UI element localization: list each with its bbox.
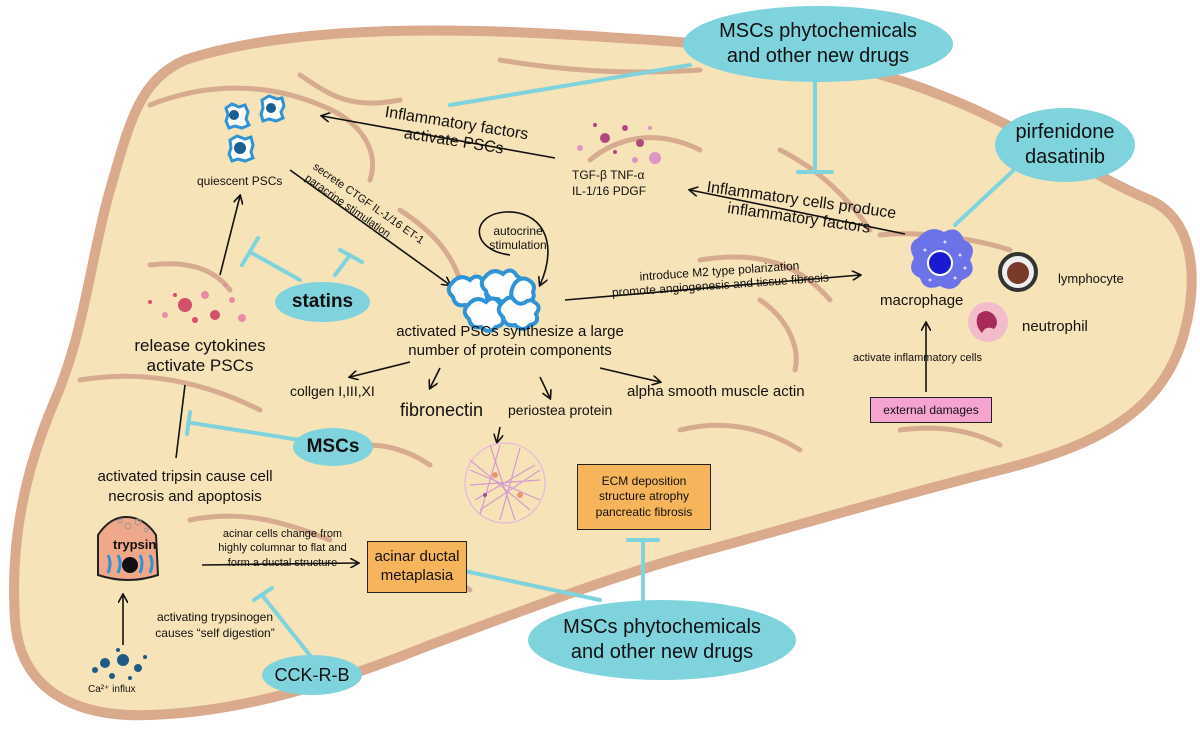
alpha-sma-label: alpha smooth muscle actin [627,383,805,400]
drug-pill-statins: statins [275,282,370,322]
release-line1: release cytokines [134,336,266,355]
activated-psc-synth-line1: activated PSCs synthesize a large [396,323,624,340]
drug-pill-top-line2: and other new drugs [726,45,910,67]
dasatinib-label: dasatinib [1024,146,1106,168]
drug-pill-cck: CCK-R-B [262,655,362,695]
fibronectin-label: fibronectin [400,400,484,420]
lymphocyte-label: lymphocyte [1058,271,1124,286]
release-cytokines-label: release cytokines activate PSCs [120,336,280,377]
drug-pill-bottom-line1: MSCs phytochemicals [563,616,761,638]
acinar-ductal-line2: metaplasia [380,567,454,584]
ecm-fiber-ball [464,442,546,524]
collagen-label: collgen I,III,XI [290,383,375,399]
ecm-box: ECM deposition structure atrophy pancrea… [577,464,711,530]
tripsin-line2: necrosis and apoptosis [108,487,262,505]
ecm-line1: ECM deposition [601,473,687,488]
ecm-line2: structure atrophy [598,489,690,504]
external-damages-label: external damages [883,403,979,417]
release-cytokine-dots [148,283,246,323]
quiescent-psc-label: quiescent PSCs [197,174,283,188]
neutrophil-cell [968,302,1008,342]
drug-pill-top: MSCs phytochemicals and other new drugs [683,6,953,82]
quiescent-psc-cells [224,94,286,163]
pathway-arrows [123,116,926,645]
autocrine-label: autocrine stimulation [478,224,558,253]
cck-label: CCK-R-B [274,664,350,685]
statins-label: statins [291,291,354,312]
macrophage-label: macrophage [880,292,964,309]
cytokine-names-line2: IL-1/16 PDGF [572,183,647,198]
acinar-change-line2: highly columnar to flat and [218,542,347,555]
acinar-change-line1: acinar cells change from [222,528,343,540]
trypsinogen-line2: causes “self digestion” [155,626,275,641]
autocrine-line1: autocrine [493,224,543,238]
acinar-cell [97,515,160,581]
cytokine-names: TGF-β TNF-α IL-1/16 PDGF [572,168,646,199]
drug-pill-bottom-line2: and other new drugs [570,641,754,663]
activated-psc-synth-line2: number of protein components [408,341,612,359]
acinar-ductal-line1: acinar ductal [374,548,460,566]
ca-influx-label: Ca²⁺ influx [88,684,136,695]
trypsinogen-label: activating trypsinogen causes “self dige… [140,609,290,641]
drug-pill-bottom: MSCs phytochemicals and other new drugs [528,600,796,680]
ecm-line3: pancreatic fibrosis [595,504,693,519]
drug-pill-mscs: MSCs [293,428,373,466]
neutrophil-label: neutrophil [1022,318,1088,335]
autocrine-line2: stimulation [489,237,547,252]
activate-inflammatory-cells-label: activate inflammatory cells [853,352,982,364]
trypsin-label: trypsin [113,537,157,552]
lymphocyte-cell [998,252,1038,292]
mscs-label: MSCs [306,436,360,457]
acinar-change-line3: form a ductal structure [227,556,338,569]
calcium-dots [92,648,147,680]
pirfenidone-label: pirfenidone [1015,121,1115,143]
periostea-label: periostea protein [508,402,613,418]
macrophage-cell [910,229,973,289]
cytokine-names-line1: TGF-β TNF-α [572,168,645,182]
trypsinogen-line1: activating trypsinogen [156,610,274,624]
external-damages-box: external damages [870,397,992,423]
activated-psc-synth-label: activated PSCs synthesize a large number… [390,323,630,361]
activated-psc-cluster [446,268,541,333]
tripsin-line1: activated tripsin cause cell [97,468,273,485]
cytokine-dots [577,123,661,164]
drug-pill-pirfenidone: pirfenidone dasatinib [995,108,1135,182]
tripsin-label: activated tripsin cause cell necrosis an… [80,467,290,506]
acinar-change-label: acinar cells change from highly columnar… [195,527,370,570]
drug-pill-top-line1: MSCs phytochemicals [719,20,917,42]
release-line2: activate PSCs [146,356,254,376]
